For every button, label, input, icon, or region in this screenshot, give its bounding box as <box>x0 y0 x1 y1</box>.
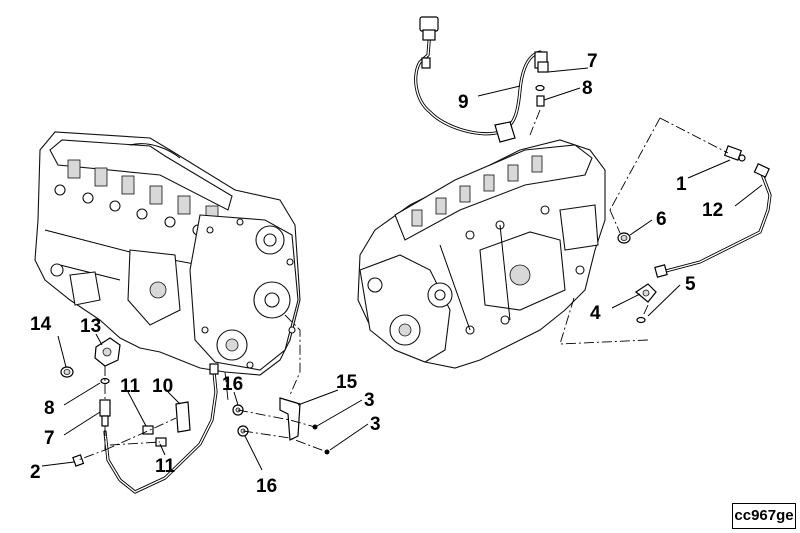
callout-8-lower: 8 <box>44 398 55 419</box>
assembly-lines <box>77 109 729 461</box>
callout-labels: 1 12 6 4 5 7 8 9 14 13 8 7 11 10 11 2 16… <box>30 51 723 497</box>
fitting-part-1 <box>723 145 746 162</box>
callout-11-lower: 11 <box>155 456 176 477</box>
callout-16-lower: 16 <box>256 476 277 497</box>
plug-part-6 <box>617 232 631 244</box>
callout-2: 2 <box>30 462 41 483</box>
reference-code-label: cc967ge <box>732 503 796 529</box>
callout-3-lower: 3 <box>370 414 381 435</box>
right-engine-block <box>357 139 606 369</box>
o-ring-part-5 <box>636 316 646 324</box>
callout-7-lower: 7 <box>44 428 55 449</box>
clamp-part-11-lower <box>155 437 167 447</box>
fitting-part-2 <box>72 454 85 467</box>
left-engine-block <box>34 131 301 376</box>
plug-part-14 <box>60 366 74 378</box>
oil-tube-part-10 <box>103 363 219 494</box>
sensor-part-7-lower <box>99 399 111 427</box>
adapter-part-13 <box>94 337 121 367</box>
leader-lines <box>41 67 763 471</box>
callout-11-upper: 11 <box>120 376 141 397</box>
oil-tube-part-12 <box>654 163 772 278</box>
sensor-harness-part-9 <box>414 16 548 143</box>
sensor-part-7-top <box>535 61 549 107</box>
callout-8-top: 8 <box>582 78 593 99</box>
callout-1: 1 <box>676 174 687 195</box>
callout-3-upper: 3 <box>364 390 375 411</box>
screw-part-3-lower <box>324 449 330 455</box>
callout-7-top: 7 <box>587 51 598 72</box>
callout-5: 5 <box>685 274 696 295</box>
clamp-part-11-upper <box>142 425 154 435</box>
callout-14: 14 <box>30 314 52 335</box>
callout-13: 13 <box>80 316 101 337</box>
callout-12: 12 <box>702 200 723 221</box>
callout-10: 10 <box>152 376 173 397</box>
bracket-part-10 <box>175 401 191 433</box>
adapter-part-4 <box>634 283 657 303</box>
callout-9: 9 <box>458 92 469 113</box>
callout-6: 6 <box>656 209 667 230</box>
callout-16-upper: 16 <box>222 374 243 395</box>
callout-4: 4 <box>590 303 601 324</box>
callout-15: 15 <box>336 372 358 393</box>
